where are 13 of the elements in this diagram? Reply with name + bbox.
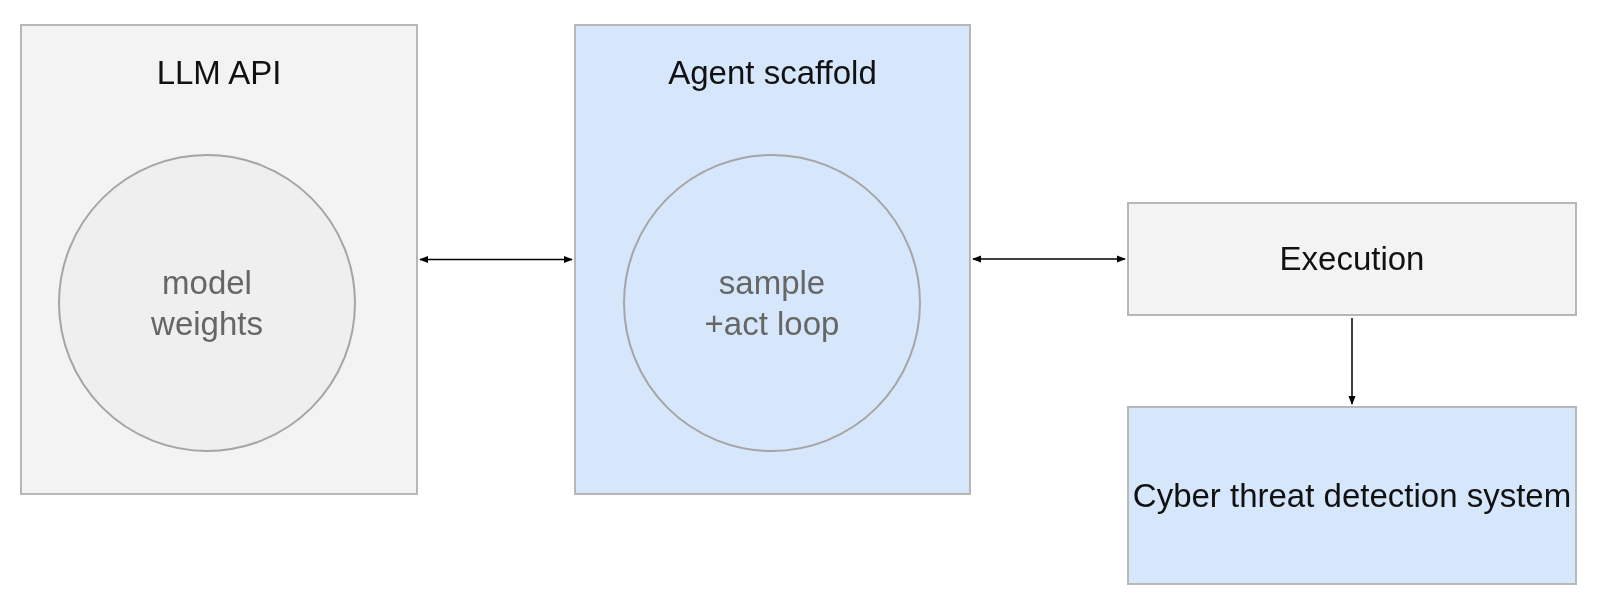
circle-label: model weights bbox=[150, 262, 264, 344]
arrow bbox=[972, 255, 1126, 263]
arrow bbox=[419, 255, 573, 264]
process-box bbox=[1127, 406, 1577, 585]
box-label: LLM API bbox=[156, 53, 282, 93]
box-label: Agent scaffold bbox=[668, 53, 877, 93]
process-box bbox=[1127, 202, 1577, 316]
circle-label: sample +act loop bbox=[703, 262, 841, 344]
box-label: Cyber threat detection system bbox=[1132, 475, 1572, 516]
box-label: Execution bbox=[1279, 239, 1425, 280]
process-box bbox=[574, 24, 971, 495]
arrow bbox=[1348, 317, 1356, 405]
process-box bbox=[20, 24, 418, 495]
